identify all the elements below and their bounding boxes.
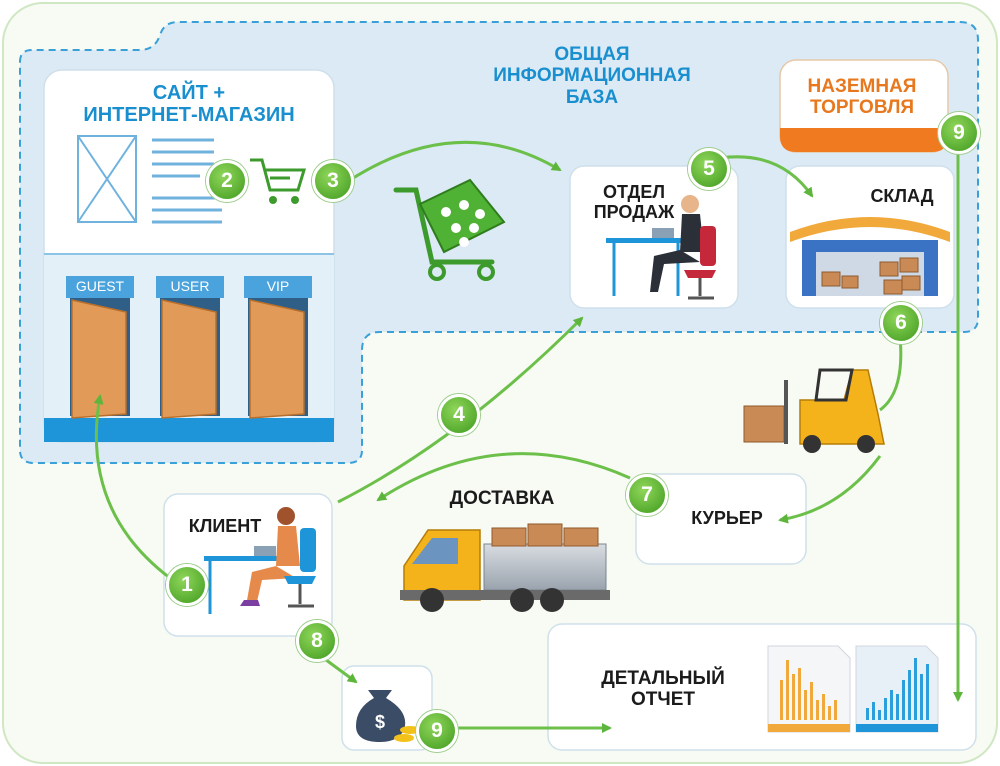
step-badge-5: 5 bbox=[688, 148, 730, 190]
door-label-vip: VIP bbox=[266, 278, 290, 294]
report-chart-blue bbox=[855, 645, 939, 733]
client-title: КЛИЕНТ bbox=[188, 516, 262, 536]
client-box bbox=[163, 493, 333, 637]
report-title: ДЕТАЛЬНЫЙ ОТЧЕТ bbox=[601, 668, 725, 711]
door-label-guest: GUEST bbox=[75, 278, 125, 294]
step-badge-9-money: 9 bbox=[416, 710, 458, 752]
delivery-title: ДОСТАВКА bbox=[449, 488, 555, 509]
sales-department-box bbox=[569, 165, 739, 309]
step-badge-1: 1 bbox=[166, 564, 208, 606]
courier-title: КУРЬЕР bbox=[691, 508, 763, 528]
ground-trade-title: НАЗЕМНАЯ ТОРГОВЛЯ bbox=[807, 76, 917, 119]
arrow-3-to-sales bbox=[349, 140, 562, 182]
ground-trade-box bbox=[779, 59, 949, 153]
money-box: $ bbox=[341, 665, 433, 751]
warehouse-title: СКЛАД bbox=[870, 186, 934, 206]
arrow-warehouse-to-forklift bbox=[879, 335, 903, 412]
flow-arrows bbox=[93, 140, 963, 733]
step-badge-8: 8 bbox=[296, 620, 338, 662]
step-badge-2: 2 bbox=[206, 160, 248, 202]
svg-text:$: $ bbox=[375, 712, 385, 732]
arrow-5-to-warehouse bbox=[719, 155, 814, 198]
step-badge-9-ground: 9 bbox=[938, 112, 980, 154]
doors bbox=[66, 276, 312, 419]
shopping-cart-icon bbox=[393, 178, 506, 281]
step-badge-7: 7 bbox=[626, 474, 668, 516]
small-cart-icon bbox=[250, 158, 307, 192]
forklift-icon bbox=[743, 368, 885, 453]
sales-department-title: ОТДЕЛ ПРОДАЖ bbox=[593, 182, 675, 223]
arrow-client-to-site bbox=[93, 394, 171, 580]
step-badge-6: 6 bbox=[880, 302, 922, 344]
arrow-forklift-to-courier bbox=[778, 455, 882, 524]
door-guest bbox=[66, 276, 134, 419]
warehouse-box bbox=[785, 165, 955, 309]
courier-box bbox=[635, 473, 807, 565]
step-badge-3: 3 bbox=[312, 160, 354, 202]
door-user bbox=[156, 276, 224, 419]
site-title: САЙТ + ИНТЕРНЕТ-МАГАЗИН bbox=[83, 82, 295, 127]
door-label-user: USER bbox=[170, 278, 210, 294]
database-title: ОБЩАЯ ИНФОРМАЦИОННАЯ БАЗА bbox=[493, 44, 691, 108]
report-box bbox=[547, 623, 977, 751]
report-chart-orange bbox=[767, 645, 851, 733]
arrow-courier-to-client bbox=[376, 452, 631, 502]
delivery-truck-icon bbox=[400, 523, 610, 612]
step-badge-4: 4 bbox=[438, 394, 480, 436]
door-vip bbox=[244, 276, 312, 419]
